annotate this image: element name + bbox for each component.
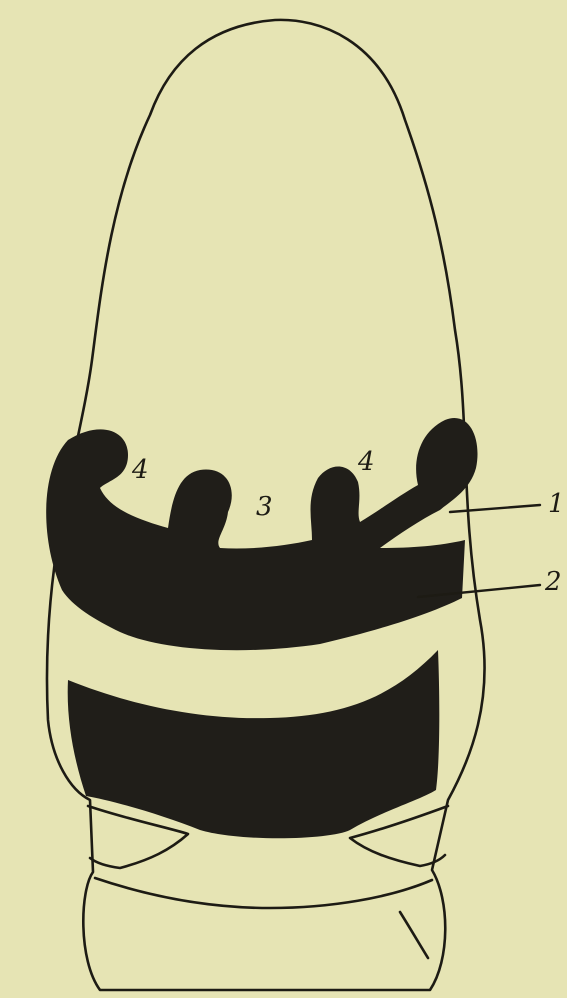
lower-segment-notch bbox=[400, 912, 428, 958]
lower-segment-base bbox=[95, 878, 432, 908]
callout-label-1: 1 bbox=[548, 489, 565, 519]
label-left-4: 4 bbox=[131, 455, 149, 485]
callout-label-2: 2 bbox=[544, 567, 562, 597]
lower-dark-band bbox=[68, 650, 440, 838]
label-right-4: 4 bbox=[357, 447, 375, 477]
label-center-3: 3 bbox=[256, 492, 273, 522]
upper-dark-band bbox=[46, 418, 477, 650]
leader-line-1 bbox=[450, 505, 540, 512]
